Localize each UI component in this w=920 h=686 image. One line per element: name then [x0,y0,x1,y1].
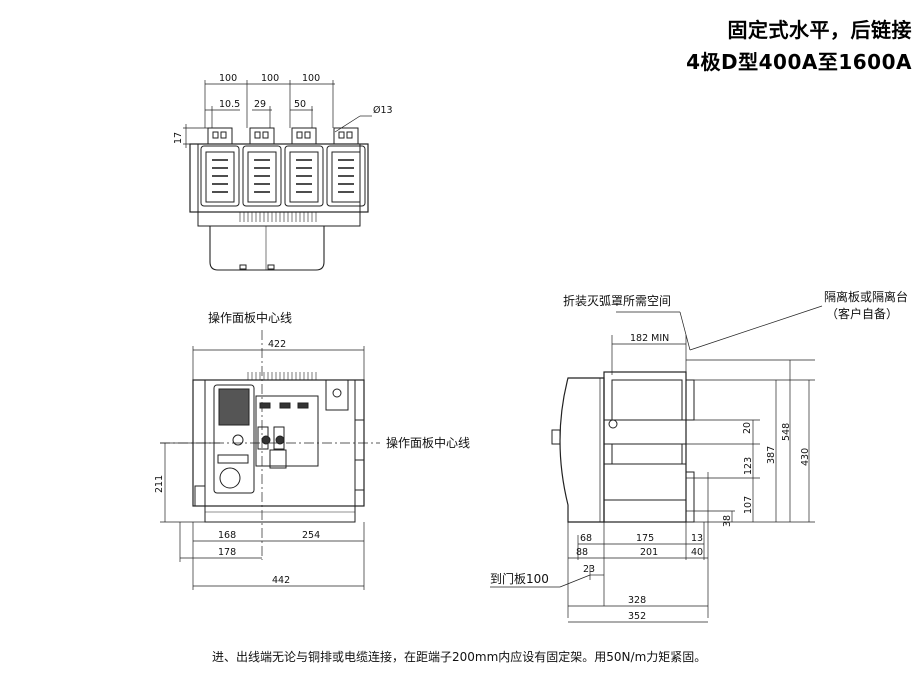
dim-422: 422 [268,339,286,350]
dim-20: 20 [742,422,753,434]
label-panel-centerline-right: 操作面板中心线 [386,435,470,450]
label-arc-chute-space: 折装灭弧罩所需空间 [563,293,671,308]
dim-10-5: 10.5 [219,99,240,110]
title-line-2: 4极D型400A至1600A [686,50,912,74]
dim-107: 107 [743,496,754,514]
label-to-door-panel: 到门板100 [490,571,549,586]
dim-175: 175 [636,533,654,544]
dim-100-b: 100 [261,73,279,84]
dim-430: 430 [800,448,811,466]
dim-123: 123 [743,457,754,475]
dim-40: 40 [691,547,703,558]
dim-50: 50 [294,99,306,110]
dim-68: 68 [580,533,592,544]
dim-254: 254 [302,530,320,541]
dim-548: 548 [781,423,792,441]
dim-17: 17 [173,132,184,144]
dim-100-c: 100 [302,73,320,84]
dim-100-a: 100 [219,73,237,84]
dim-29: 29 [254,99,266,110]
front-view: 操作面板中心线 422 2 [154,310,470,590]
top-view: 100 100 100 10.5 29 50 Ø13 17 [173,73,393,271]
dim-168: 168 [218,530,236,541]
side-view: 折装灭弧罩所需空间 隔离板或隔离台 （客户自备） 182 MIN [490,289,908,623]
dim-387: 387 [766,446,777,464]
dim-hole-diameter: Ø13 [373,105,393,116]
dim-23: 23 [583,564,595,575]
label-customer-supplied: （客户自备） [826,306,898,321]
dim-352: 352 [628,611,646,622]
dim-201: 201 [640,547,658,558]
footnote: 进、出线端无论与铜排或电缆连接，在距端子200mm内应设有固定架。用50N/m力… [212,650,707,664]
dim-88: 88 [576,547,588,558]
label-panel-centerline-top: 操作面板中心线 [208,310,292,325]
dim-211: 211 [154,475,165,493]
title-line-1: 固定式水平，后链接 [727,18,912,42]
dim-442: 442 [272,575,290,586]
dim-13: 13 [691,533,703,544]
dim-178: 178 [218,547,236,558]
dim-38: 38 [722,515,733,527]
dim-328: 328 [628,595,646,606]
label-isolation-plate: 隔离板或隔离台 [824,289,908,304]
dim-182-min: 182 MIN [630,333,669,344]
